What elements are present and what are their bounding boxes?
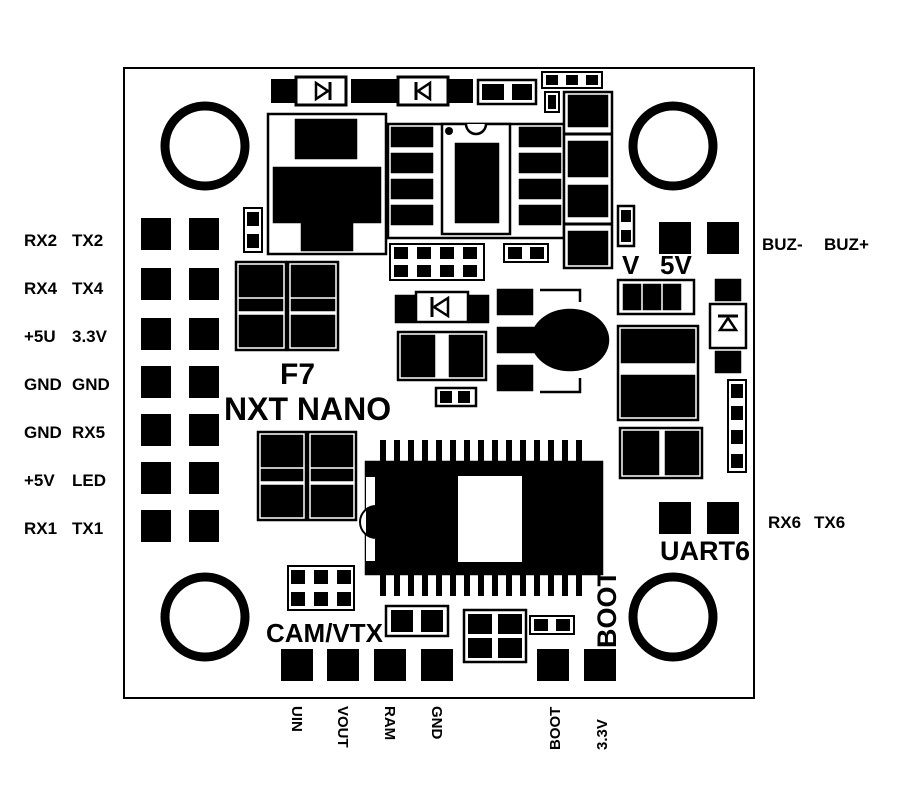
3v3-label: 3.3V bbox=[594, 719, 611, 750]
right-regulator bbox=[616, 324, 704, 480]
left-pad-labels: RX2 TX2 RX4 TX4 +5U 3.3V GND GND GND RX5… bbox=[24, 231, 110, 538]
pad-right bbox=[189, 462, 219, 494]
vin-label: UIN bbox=[288, 706, 305, 732]
center-components bbox=[394, 290, 490, 408]
pad-right bbox=[189, 268, 219, 300]
pad-label: RX2 bbox=[24, 231, 57, 250]
pad-right bbox=[189, 510, 219, 542]
regulator-block bbox=[266, 112, 388, 256]
pad-right bbox=[189, 318, 219, 350]
ram-pad bbox=[374, 649, 406, 681]
pad-label: GND bbox=[24, 423, 62, 442]
rx6-label: RX6 bbox=[768, 513, 801, 532]
vout-pad bbox=[327, 649, 359, 681]
buz-minus-label: BUZ- bbox=[762, 235, 803, 254]
right-led-chips bbox=[708, 278, 748, 473]
mounting-hole-bottom-left bbox=[160, 572, 250, 662]
tx6-pad bbox=[707, 502, 739, 534]
pad-label: +5V bbox=[24, 471, 55, 490]
mounting-hole-top-right bbox=[628, 101, 718, 191]
pad-label: GND bbox=[72, 375, 110, 394]
pad-left bbox=[141, 366, 171, 398]
buz-plus-label: BUZ+ bbox=[824, 235, 869, 254]
pad-label: RX1 bbox=[24, 519, 57, 538]
left-pad-column bbox=[141, 218, 219, 542]
board-name-line1: F7 bbox=[280, 358, 315, 391]
pad-label: TX2 bbox=[72, 231, 103, 250]
5v-silk: 5V bbox=[660, 250, 692, 280]
pad-label: +5U bbox=[24, 327, 56, 346]
mounting-hole-bottom-right bbox=[628, 572, 718, 662]
ram-label: RAM bbox=[381, 706, 398, 740]
ic-chip-top bbox=[386, 122, 566, 240]
pad-right bbox=[189, 414, 219, 446]
mounting-holes bbox=[160, 101, 718, 662]
vout-label: VOUT bbox=[334, 706, 351, 748]
tx6-label: TX6 bbox=[814, 513, 845, 532]
cam-vtx-silk: CAM/VTX bbox=[266, 618, 384, 648]
pad-label: LED bbox=[72, 471, 106, 490]
gnd-pad bbox=[421, 649, 453, 681]
pad-left bbox=[141, 218, 171, 250]
bottom-pads bbox=[281, 649, 616, 681]
v-silk: V bbox=[622, 250, 640, 280]
buzzer-plus-pad bbox=[707, 222, 739, 254]
pad-left bbox=[141, 462, 171, 494]
mcu-pins-bottom bbox=[380, 574, 582, 596]
mounting-hole-top-left bbox=[160, 101, 250, 191]
crystal-oscillator bbox=[496, 288, 610, 394]
pad-label: TX1 bbox=[72, 519, 103, 538]
pad-label: RX5 bbox=[72, 423, 105, 442]
small-cap-row bbox=[243, 207, 549, 281]
pad-right bbox=[189, 366, 219, 398]
pad-label: GND bbox=[24, 375, 62, 394]
gnd-label: GND bbox=[428, 706, 445, 740]
uart6-silk: UART6 bbox=[660, 536, 750, 566]
rx6-pad bbox=[659, 502, 691, 534]
voltage-jumper bbox=[616, 278, 696, 316]
pad-label: 3.3V bbox=[72, 327, 108, 346]
top-components bbox=[271, 71, 603, 113]
buzzer-minus-pad bbox=[659, 222, 691, 254]
pad-label: RX4 bbox=[24, 279, 58, 298]
pad-left bbox=[141, 414, 171, 446]
boot-label: BOOT bbox=[547, 707, 564, 750]
pad-left bbox=[141, 318, 171, 350]
right-pad-labels: BUZ- BUZ+ RX6 TX6 bbox=[762, 235, 869, 532]
right-tall-components bbox=[562, 90, 636, 270]
bottom-pad-labels: UIN VOUT RAM GND BOOT 3.3V bbox=[288, 706, 611, 750]
pad-left bbox=[141, 268, 171, 300]
3v3-pad bbox=[584, 649, 616, 681]
pad-right bbox=[189, 218, 219, 250]
bottom-small-components bbox=[287, 565, 575, 664]
mcu-pins-top bbox=[380, 440, 582, 462]
right-pads bbox=[659, 222, 739, 534]
board-name-line2: NXT NANO bbox=[224, 391, 391, 427]
mcu-chip bbox=[359, 440, 604, 596]
pad-label: TX4 bbox=[72, 279, 104, 298]
pad-left bbox=[141, 510, 171, 542]
left-inductors bbox=[234, 260, 358, 522]
boot-silk: BOOT bbox=[592, 569, 622, 648]
boot-pad bbox=[537, 649, 569, 681]
vin-pad bbox=[281, 649, 313, 681]
